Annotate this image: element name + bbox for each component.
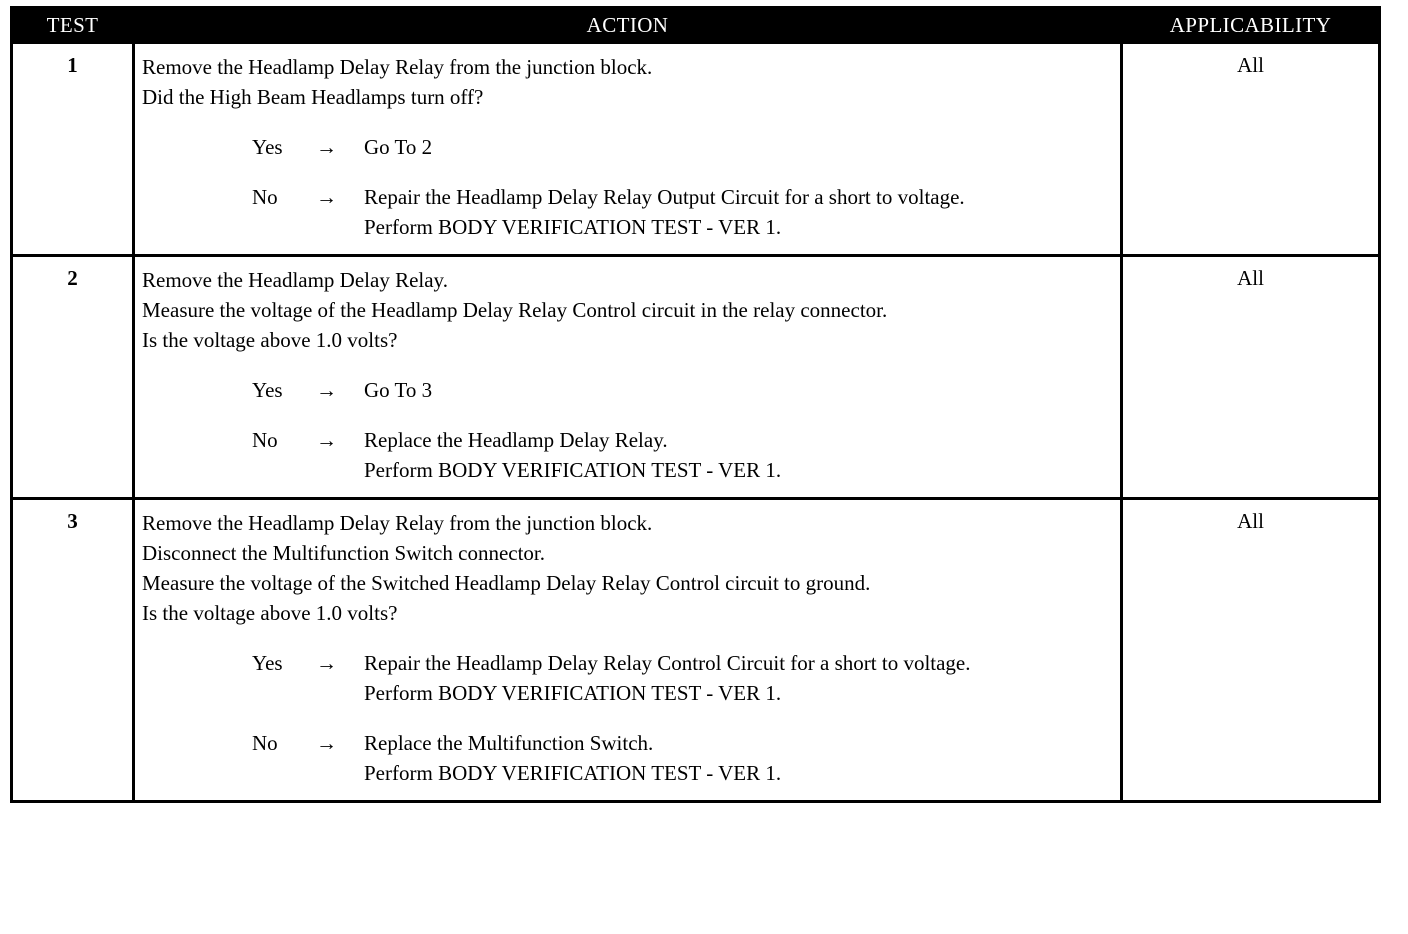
table-header-row: TEST ACTION APPLICABILITY [10, 6, 1381, 44]
branch-no: No → Replace the Headlamp Delay Relay. Perf… [142, 425, 1114, 485]
branch-answer-label: Yes [252, 135, 283, 159]
test-number-cell: 3 [10, 497, 135, 803]
table-row: 3 Remove the Headlamp Delay Relay from th… [10, 497, 1381, 803]
branch-result: Repair the Headlamp Delay Relay Control … [364, 648, 1114, 708]
table-row: 1 Remove the Headlamp Delay Relay from th… [10, 41, 1381, 257]
action-statement: Is the voltage above 1.0 volts? [142, 601, 398, 625]
branch-result-line: Go To 3 [364, 378, 433, 402]
branch-result: Go To 2 [364, 132, 1114, 162]
branch-result: Repair the Headlamp Delay Relay Output C… [364, 182, 1114, 242]
test-number-cell: 1 [10, 41, 135, 257]
branch-answer-label: Yes [252, 651, 283, 675]
branch-yes: Yes → Go To 3 [142, 375, 1114, 405]
branch-answer-label: No [252, 185, 278, 209]
branch-answer-label: No [252, 428, 278, 452]
branch-result-line: Perform BODY VERIFICATION TEST - VER 1. [364, 761, 782, 785]
column-header-test: TEST [10, 6, 135, 44]
branch-result-line: Replace the Multifunction Switch. [364, 731, 654, 755]
branch-yes: Yes → Repair the Headlamp Delay Relay Cont… [142, 648, 1114, 708]
branch-result: Replace the Multifunction Switch. Perform… [364, 728, 1114, 788]
action-statement: Is the voltage above 1.0 volts? [142, 328, 398, 352]
test-number-cell: 2 [10, 254, 135, 500]
branch-answer-label: Yes [252, 378, 283, 402]
branch-result-line: Repair the Headlamp Delay Relay Output C… [364, 185, 965, 209]
action-statement: Measure the voltage of the Headlamp Dela… [142, 298, 888, 322]
action-statement: Remove the Headlamp Delay Relay from the… [142, 511, 653, 535]
action-cell: Remove the Headlamp Delay Relay from the… [132, 41, 1123, 257]
branch-result-line: Perform BODY VERIFICATION TEST - VER 1. [364, 681, 782, 705]
branch-yes: Yes → Go To 2 [142, 132, 1114, 162]
branch-result: Replace the Headlamp Delay Relay. Perform… [364, 425, 1114, 485]
branch-result-line: Perform BODY VERIFICATION TEST - VER 1. [364, 458, 782, 482]
arrow-right-icon: → [316, 378, 337, 402]
branch-result-line: Perform BODY VERIFICATION TEST - VER 1. [364, 215, 782, 239]
action-statement: Disconnect the Multifunction Switch conn… [142, 541, 545, 565]
action-statement: Remove the Headlamp Delay Relay. [142, 268, 448, 292]
branch-result-line: Repair the Headlamp Delay Relay Control … [364, 651, 971, 675]
action-statement: Did the High Beam Headlamps turn off? [142, 85, 484, 109]
applicability-cell: All [1120, 497, 1381, 803]
action-statement: Remove the Headlamp Delay Relay from the… [142, 55, 653, 79]
applicability-cell: All [1120, 41, 1381, 257]
branch-no: No → Repair the Headlamp Delay Relay Outpu… [142, 182, 1114, 242]
action-statement: Measure the voltage of the Switched Head… [142, 571, 871, 595]
column-header-action: ACTION [132, 6, 1123, 44]
arrow-right-icon: → [316, 135, 337, 159]
action-cell: Remove the Headlamp Delay Relay from the… [132, 497, 1123, 803]
table-row: 2 Remove the Headlamp Delay Relay. Measure… [10, 254, 1381, 500]
table-header: TEST ACTION APPLICABILITY [10, 6, 1381, 44]
branch-no: No → Replace the Multifunction Switch. Perf… [142, 728, 1114, 788]
action-cell: Remove the Headlamp Delay Relay. Measure … [132, 254, 1123, 500]
arrow-right-icon: → [316, 185, 337, 209]
branch-answer-label: No [252, 731, 278, 755]
arrow-right-icon: → [316, 428, 337, 452]
arrow-right-icon: → [316, 651, 337, 675]
branch-result-line: Replace the Headlamp Delay Relay. [364, 428, 668, 452]
branch-result: Go To 3 [364, 375, 1114, 405]
arrow-right-icon: → [316, 731, 337, 755]
column-header-applicability: APPLICABILITY [1120, 6, 1381, 44]
branch-result-line: Go To 2 [364, 135, 433, 159]
applicability-cell: All [1120, 254, 1381, 500]
